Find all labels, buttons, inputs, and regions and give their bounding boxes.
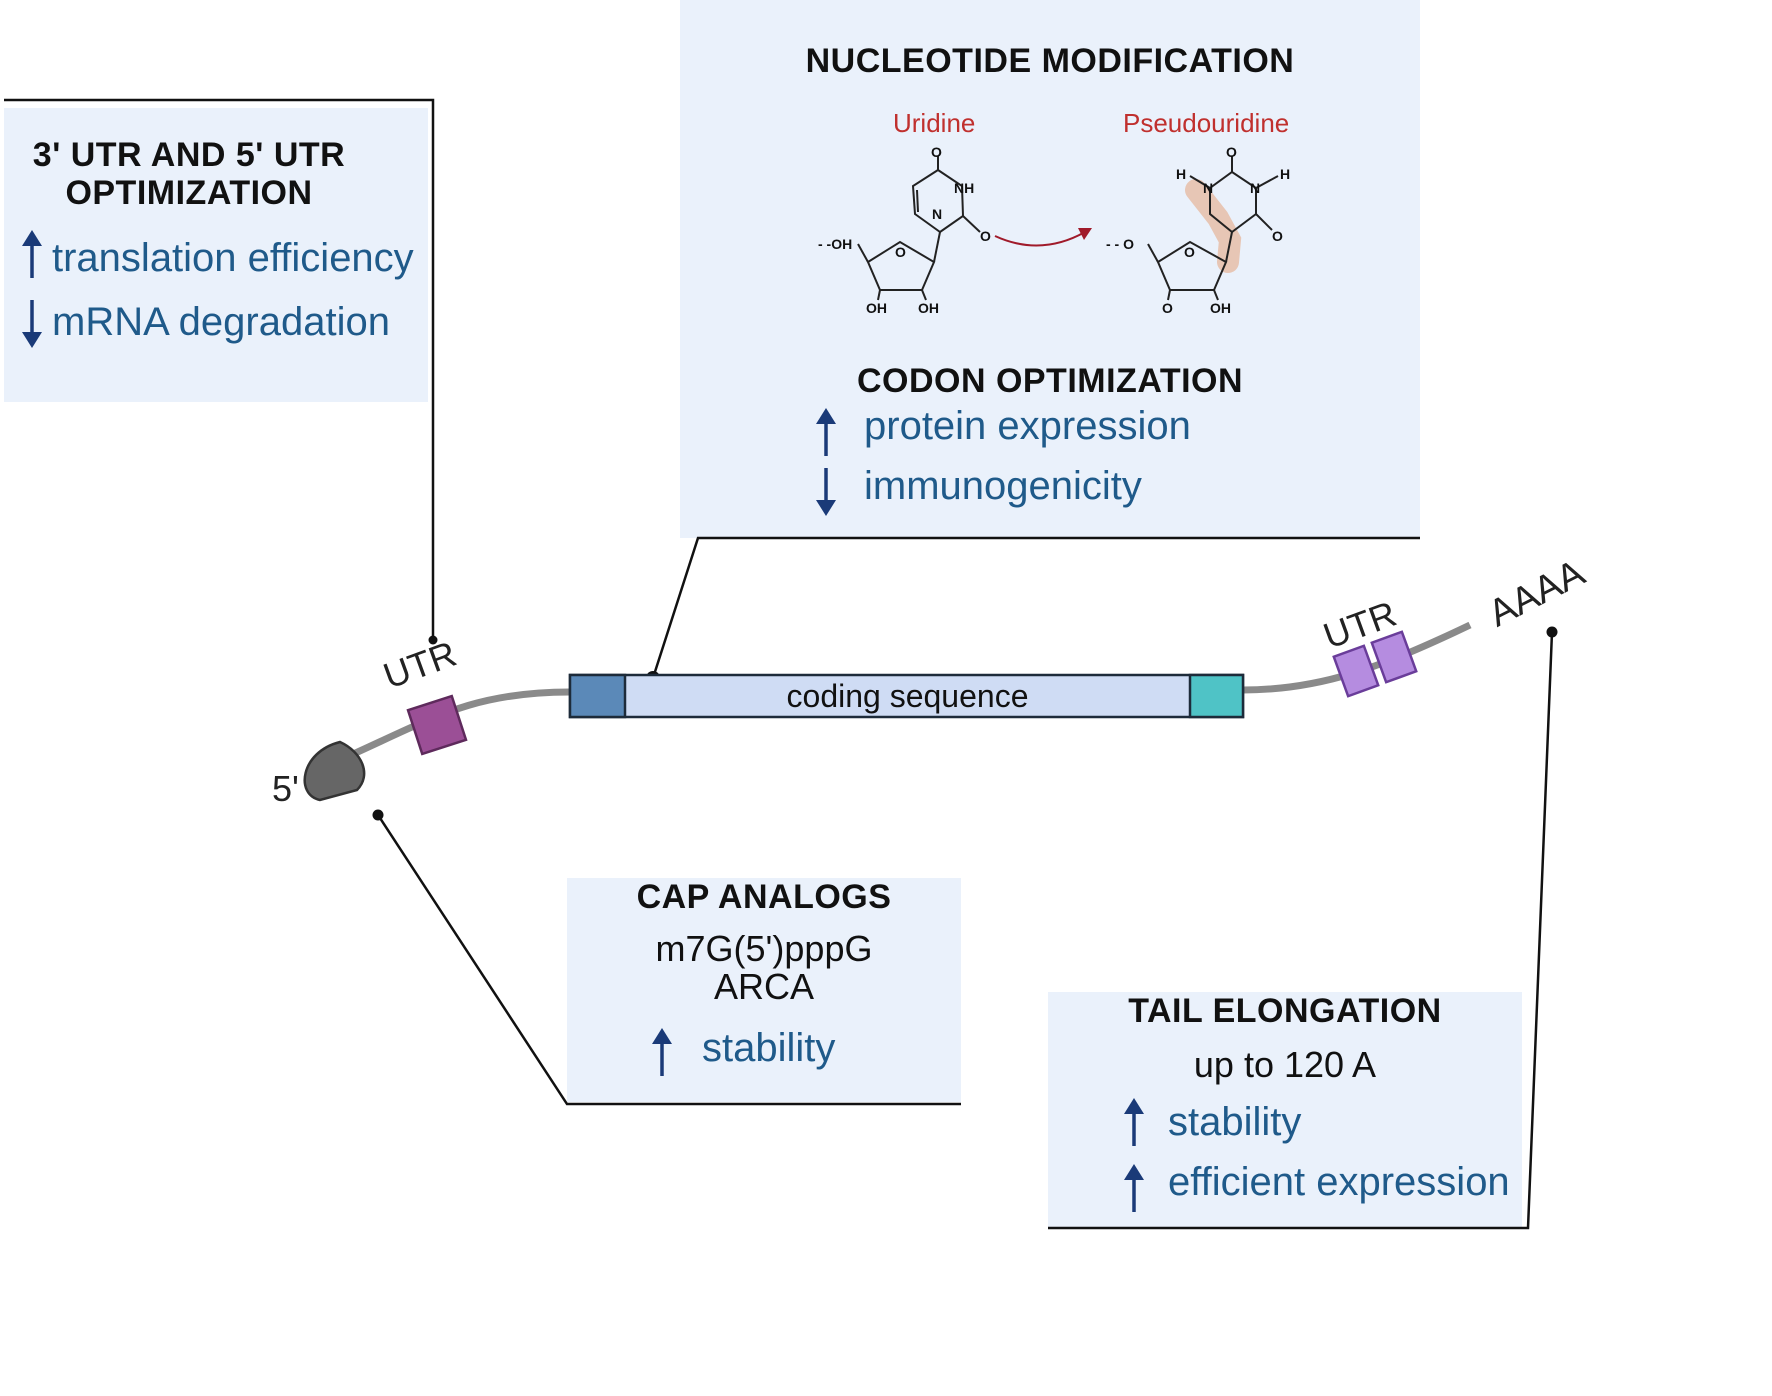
utr-item-up: translation efficiency <box>52 236 414 280</box>
pseudouridine-label: Pseudouridine <box>1123 108 1290 138</box>
pseudo-oh: OH <box>1210 300 1231 316</box>
coding-callout-line <box>651 536 1420 679</box>
up-arrow-icon <box>1124 1164 1144 1212</box>
stop-codon-block <box>1188 673 1245 719</box>
nucleotide-modification-box <box>680 0 1420 538</box>
uridine-oh-left: OH <box>866 300 887 316</box>
tail-callout-line <box>1048 631 1554 1230</box>
utr-box-title-2: OPTIMIZATION <box>65 174 313 212</box>
pseudo-n-left: N <box>1203 180 1214 196</box>
pseudo-ring-o: O <box>1184 244 1195 260</box>
nucleotide-modification-title: NUCLEOTIDE MODIFICATION <box>805 42 1295 80</box>
pseudo-o-side: O <box>1272 228 1283 244</box>
reaction-arrow <box>994 231 1086 247</box>
pseudo-5o: - - O <box>1106 236 1134 252</box>
utr-optimization-box <box>4 108 428 402</box>
cap-line-2: ARCA <box>713 966 815 1007</box>
utr-left-block <box>406 694 468 756</box>
codon-optimization-title: CODON OPTIMIZATION <box>856 362 1244 400</box>
up-arrow-icon <box>22 230 42 278</box>
tail-elongation-title: TAIL ELONGATION <box>1128 992 1442 1030</box>
utr-box-title-1: 3' UTR AND 5' UTR <box>32 136 346 174</box>
uridine-5oh: - -OH <box>818 236 853 252</box>
pseudo-n-right: N <box>1250 180 1261 196</box>
cap-callout-line <box>376 814 961 1106</box>
cap-line-1: m7G(5')pppG <box>655 928 873 969</box>
start-codon-block <box>568 673 627 719</box>
tail-line-1: up to 120 A <box>1193 1044 1377 1085</box>
pseudo-h-left: H <box>1176 166 1187 182</box>
codon-item-down: immunogenicity <box>864 464 1142 508</box>
coding-sequence-label: coding sequence <box>786 678 1029 714</box>
utr-callout-line <box>4 98 435 640</box>
pseudo-h-right: H <box>1280 166 1291 182</box>
tail-item-up-2: efficient expression <box>1168 1160 1510 1204</box>
uridine-ribose-ring <box>866 240 936 291</box>
pseudo-o-top: O <box>1226 144 1237 160</box>
codon-item-up: protein expression <box>864 404 1191 448</box>
uridine-oh-right: OH <box>918 300 939 316</box>
cap-callout-dot <box>372 809 384 821</box>
down-arrow-icon <box>816 468 836 516</box>
uridine-o-side: O <box>980 228 991 244</box>
utr-right-block-1 <box>1332 644 1380 698</box>
uridine-o-top: O <box>931 144 942 160</box>
uridine-ring-o: O <box>895 244 906 260</box>
five-prime-label: 5' <box>272 768 299 809</box>
five-prime-cap <box>303 740 366 802</box>
up-arrow-icon <box>816 408 836 456</box>
pseudo-o-bottom: O <box>1162 300 1173 316</box>
uridine-nh: NH <box>954 180 975 196</box>
uridine-label: Uridine <box>893 108 976 138</box>
up-arrow-icon <box>1124 1098 1144 1146</box>
cap-analogs-title: CAP ANALOGS <box>636 878 892 916</box>
utr-callout-dot <box>428 635 438 645</box>
tail-item-up-1: stability <box>1168 1100 1302 1144</box>
tail-callout-dot <box>1546 626 1558 638</box>
cap-analogs-box <box>567 878 961 1102</box>
down-arrow-icon <box>22 300 42 348</box>
uridine-n: N <box>932 206 943 222</box>
up-arrow-icon <box>652 1028 672 1076</box>
pseudouridine-ribose-ring <box>1156 240 1228 291</box>
cap-item-up: stability <box>702 1026 836 1070</box>
utr-right-block-2 <box>1370 630 1418 684</box>
utr-item-down: mRNA degradation <box>52 300 390 344</box>
